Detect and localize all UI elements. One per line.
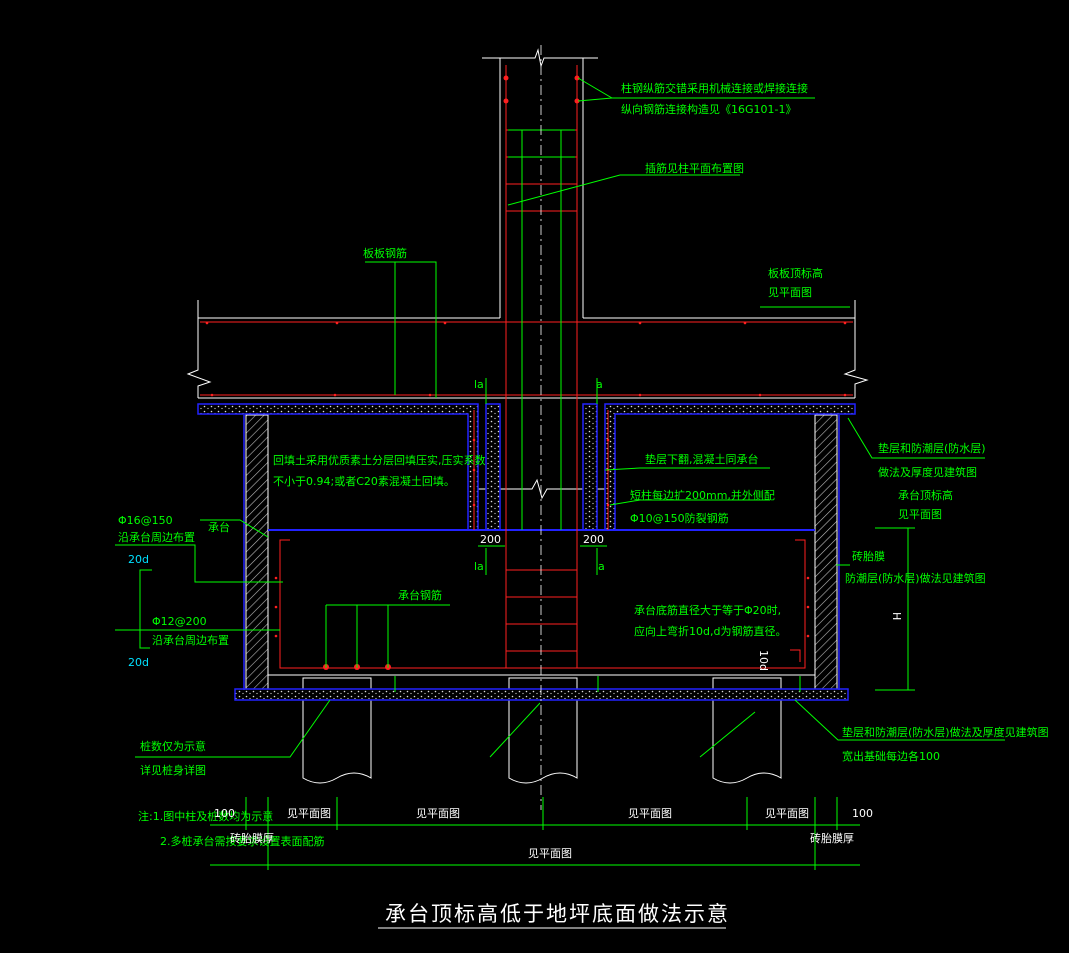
dim-see-3: 见平面图 xyxy=(628,807,672,820)
column-widen-note-1: 短柱每边扩200mm,并外侧配 xyxy=(630,488,775,502)
la-top-right: a xyxy=(596,378,603,391)
cushion-bottom-note-1: 垫层和防潮层(防水层)做法及厚度见建筑图 xyxy=(842,725,1049,739)
pile-note-2: 详见桩身详图 xyxy=(140,763,206,777)
phi12-label: Φ12@200 xyxy=(152,615,207,628)
dim-see-total: 见平面图 xyxy=(528,847,572,860)
la-top-left: la xyxy=(474,378,484,391)
brick-label-2: 防潮层(防水层)做法见建筑图 xyxy=(845,571,986,585)
cap-top-label-2: 见平面图 xyxy=(898,508,942,521)
annotations: 柱钢纵筋交错采用机械连接或焊接连接 纵向钢筋连接构造见《16G101-1》 插筋… xyxy=(118,81,1049,926)
cushion-waterproof-2: 做法及厚度见建筑图 xyxy=(878,465,977,479)
column-widen-note-2: Φ10@150防裂钢筋 xyxy=(630,511,729,525)
dim-200-right: 200 xyxy=(583,533,604,546)
insert-rebar-label: 插筋见柱平面布置图 xyxy=(645,161,744,175)
cushion-bottom-note-2: 宽出基础每边各100 xyxy=(842,749,940,763)
ten-d-label: 10d xyxy=(757,650,770,671)
note-2: 2.多桩承台需按要求设置表面配筋 xyxy=(160,834,325,848)
dim-100-right: 100 xyxy=(852,807,873,820)
la-bottom-right: a xyxy=(598,560,605,573)
la-bottom-left: la xyxy=(474,560,484,573)
len-20d-1: 20d xyxy=(128,553,149,566)
phi12-sub: 沿承台周边布置 xyxy=(152,633,229,647)
brick-label-1: 砖胎膜 xyxy=(852,549,885,563)
slab-top-label-1: 板板顶标高 xyxy=(768,266,823,280)
slab-top-label-2: 见平面图 xyxy=(768,286,812,299)
cap-label: 承台 xyxy=(208,520,230,534)
phi16-sub: 沿承台周边布置 xyxy=(118,530,195,544)
backfill-note-1: 回填土采用优质素土分层回填压实,压实系数 xyxy=(273,453,486,467)
rebar xyxy=(200,65,853,669)
dim-see-1: 见平面图 xyxy=(287,807,331,820)
dim-100-left: 100 xyxy=(214,807,235,820)
column-rebar-note-1: 柱钢纵筋交错采用机械连接或焊接连接 xyxy=(621,81,808,95)
rebar-dots xyxy=(205,75,847,670)
dim-brick-right: 砖胎膜厚 xyxy=(810,831,854,845)
len-20d-2: 20d xyxy=(128,656,149,669)
phi16-label: Φ16@150 xyxy=(118,514,173,527)
dim-see-4: 见平面图 xyxy=(765,807,809,820)
floor-rebar-label: 板板钢筋 xyxy=(363,246,407,260)
pile-note-1: 桩数仅为示意 xyxy=(140,739,206,753)
cushion-under-label: 垫层下翻,混凝土同承台 xyxy=(645,452,759,466)
dim-200-left: 200 xyxy=(480,533,501,546)
dim-brick-left: 砖胎膜厚 xyxy=(230,831,274,845)
drawing-title: 承台顶标高低于地坪底面做法示意 xyxy=(385,902,730,926)
dim-see-2: 见平面图 xyxy=(416,807,460,820)
backfill-note-2: 不小于0.94;或者C20素混凝土回填。 xyxy=(273,474,455,488)
note-1: 注:1.图中柱及桩数均为示意 xyxy=(138,809,273,823)
cap-bottom-note-2: 应向上弯折10d,d为钢筋直径。 xyxy=(634,624,786,638)
waterproof-layers xyxy=(197,403,856,701)
green-lines xyxy=(115,77,1005,870)
cushion-waterproof-1: 垫层和防潮层(防水层) xyxy=(878,441,986,455)
h-label: H xyxy=(890,612,903,620)
cap-bottom-note-1: 承台底筋直径大于等于Φ20时, xyxy=(634,603,781,617)
column-rebar-note-2: 纵向钢筋连接构造见《16G101-1》 xyxy=(621,102,796,116)
cap-rebar-label: 承台钢筋 xyxy=(398,588,442,602)
cap-top-label-1: 承台顶标高 xyxy=(898,488,953,502)
structure-outline xyxy=(186,48,869,784)
